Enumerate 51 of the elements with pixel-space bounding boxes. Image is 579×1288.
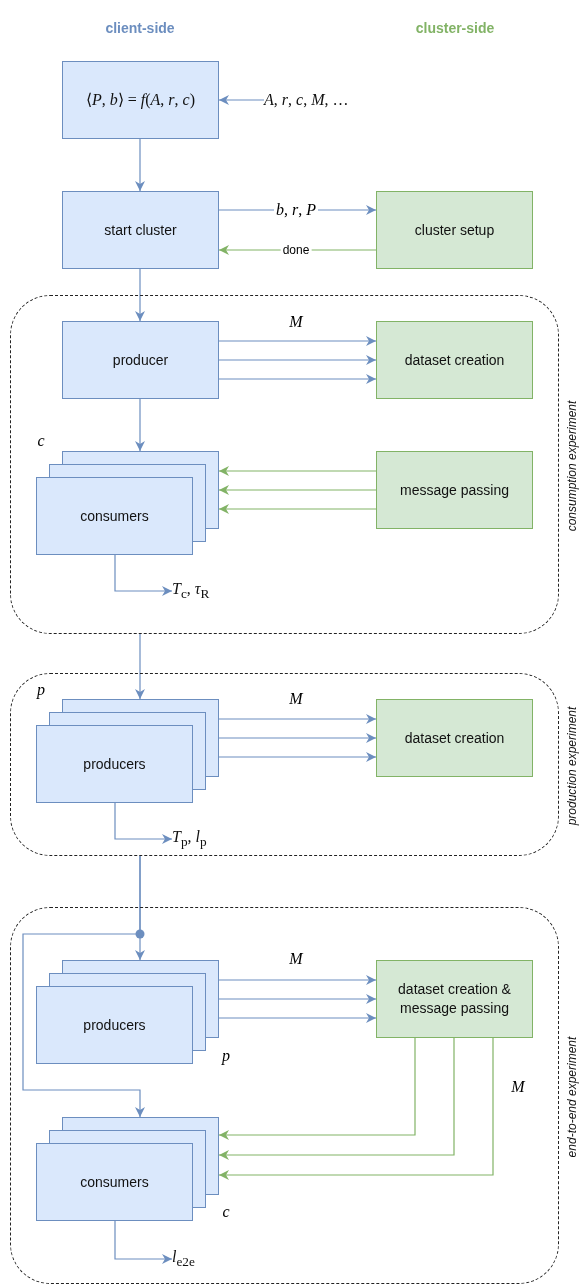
arrow — [135, 268, 145, 322]
arrow — [218, 714, 377, 724]
edge-label: M — [289, 950, 303, 968]
process-box: message passing — [376, 451, 533, 529]
math-label: l$_{e2e}$ — [172, 1246, 232, 1272]
arrow — [22, 855, 145, 1118]
group-label: production experiment — [565, 706, 579, 825]
column-heading: cluster-side — [415, 20, 495, 36]
edge-label: M — [289, 313, 303, 331]
arrow — [218, 733, 377, 743]
multiplicity-label: c — [37, 432, 45, 450]
multiplicity-label: c — [222, 1203, 230, 1221]
edge-label: M — [289, 690, 303, 708]
arrow — [218, 95, 265, 105]
arrow — [135, 138, 145, 192]
arrow — [218, 485, 377, 495]
arrow — [218, 975, 377, 985]
multiplicity-label: p — [37, 681, 45, 699]
arrow — [218, 1037, 494, 1180]
multiplicity-label: p — [222, 1047, 230, 1065]
math-label: A, r, c, M, … — [264, 87, 384, 113]
process-box: dataset creation — [376, 321, 533, 399]
edge-label: done — [280, 243, 312, 257]
formula-box: ⟨P, b⟩ = f(A, r, c) — [62, 61, 219, 139]
arrow — [218, 336, 377, 346]
arrow — [218, 374, 377, 384]
process-box: dataset creation & message passing — [376, 960, 533, 1038]
arrow — [218, 466, 377, 476]
arrow — [135, 633, 145, 700]
edge-label: b, r, P — [274, 201, 318, 219]
process-box: cluster setup — [376, 191, 533, 269]
arrow — [218, 355, 377, 365]
arrow — [114, 802, 173, 844]
edge-label: M — [511, 1078, 525, 1096]
arrow — [218, 1013, 377, 1023]
arrow — [218, 504, 377, 514]
group-label: end-to-end experiment — [565, 1036, 579, 1157]
arrow — [218, 1037, 455, 1160]
math-label: T$_{c}$, τ$_{R}$ — [172, 578, 252, 604]
process-box: start cluster — [62, 191, 219, 269]
process-box: producer — [62, 321, 219, 399]
arrow — [114, 1220, 173, 1264]
process-box: dataset creation — [376, 699, 533, 777]
arrow — [114, 554, 173, 596]
group-label: consumption experiment — [565, 400, 579, 531]
arrow — [218, 994, 377, 1004]
column-heading: client-side — [105, 20, 175, 36]
arrow — [218, 752, 377, 762]
arrow — [218, 1037, 416, 1140]
math-label: T$_{p}$, l$_{p}$ — [172, 826, 252, 852]
arrow — [135, 398, 145, 452]
